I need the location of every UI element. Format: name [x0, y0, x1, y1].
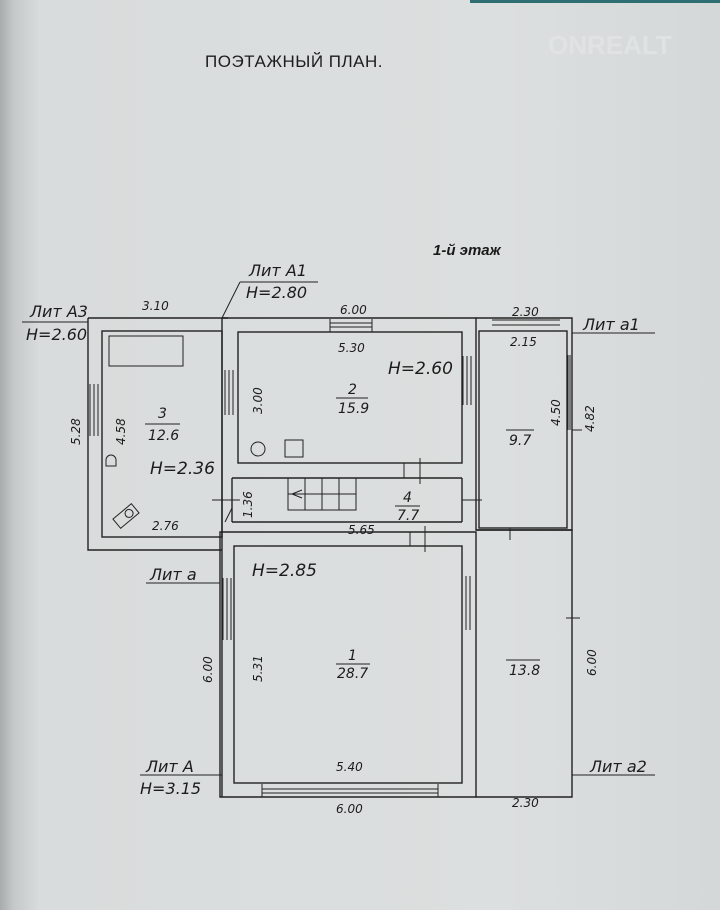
dim-a1-top: 6.00	[340, 303, 367, 317]
room-1-height: H=2.85	[252, 561, 317, 581]
room-13-8-area: 13.8	[509, 663, 540, 679]
dim-a1-ext-side: 4.82	[583, 405, 597, 432]
room-2-height: H=2.60	[388, 359, 453, 379]
dim-room2-side: 3.00	[251, 387, 265, 414]
room-1-number: 1	[348, 648, 357, 664]
lit-a-ext-label: Лит а	[149, 565, 197, 584]
floor-label: 1-й этаж	[433, 242, 501, 259]
room-1-area: 28.7	[337, 666, 368, 682]
lit-a1-height: H=2.80	[246, 283, 307, 302]
photo-edge	[470, 0, 720, 3]
watermark: ONREALT	[548, 30, 672, 60]
room-3-walls	[87, 317, 228, 551]
lit-a1-label: Лит А1	[248, 261, 307, 280]
room-3-area: 12.6	[148, 428, 179, 444]
dim-room2-top: 5.30	[338, 341, 365, 355]
dim-a3-top: 3.10	[142, 299, 169, 313]
room-9-7-walls	[475, 317, 582, 540]
room-4-area: 7.7	[397, 508, 419, 524]
dim-a2-bottom: 2.30	[512, 796, 539, 810]
room-3-height: H=2.36	[150, 459, 215, 479]
dim-a1-ext-top: 2.30	[512, 305, 539, 319]
dim-a-side: 6.00	[201, 656, 215, 683]
lit-a3-label: Лит А3	[29, 302, 88, 321]
room-3-number: 3	[158, 406, 167, 422]
dim-room97-side: 4.50	[549, 399, 563, 426]
dim-room3-bottom: 2.76	[152, 519, 179, 533]
lit-a1-ext-label: Лит а1	[582, 315, 640, 334]
dim-a2-side: 6.00	[585, 649, 599, 676]
plan-title: ПОЭТАЖНЫЙ ПЛАН.	[205, 52, 383, 71]
dim-room3-side: 4.58	[114, 418, 128, 445]
room-9-7-area: 9.7	[509, 433, 531, 449]
lit-a2-label: Лит а2	[589, 757, 647, 776]
lit-a-label: Лит А	[145, 757, 194, 776]
dim-room97-top: 2.15	[510, 335, 537, 349]
room-2-number: 2	[348, 382, 357, 398]
dim-room1-bottom: 5.40	[336, 760, 363, 774]
room-2-area: 15.9	[338, 401, 369, 417]
dim-corridor-side: 1.36	[241, 491, 255, 518]
dim-room1-side: 5.31	[251, 655, 265, 682]
room-13-8-walls	[476, 529, 580, 798]
dim-corridor-bottom: 5.65	[348, 523, 375, 537]
leader-lines	[22, 281, 655, 776]
room-4-number: 4	[403, 490, 412, 506]
room-2-walls	[221, 317, 476, 797]
dim-a3-side: 5.28	[69, 418, 83, 445]
lit-a3-height: H=2.60	[26, 325, 87, 344]
dim-a-bottom: 6.00	[336, 802, 363, 816]
lit-a-height: H=3.15	[140, 779, 201, 798]
corridor-4-walls	[212, 477, 482, 523]
